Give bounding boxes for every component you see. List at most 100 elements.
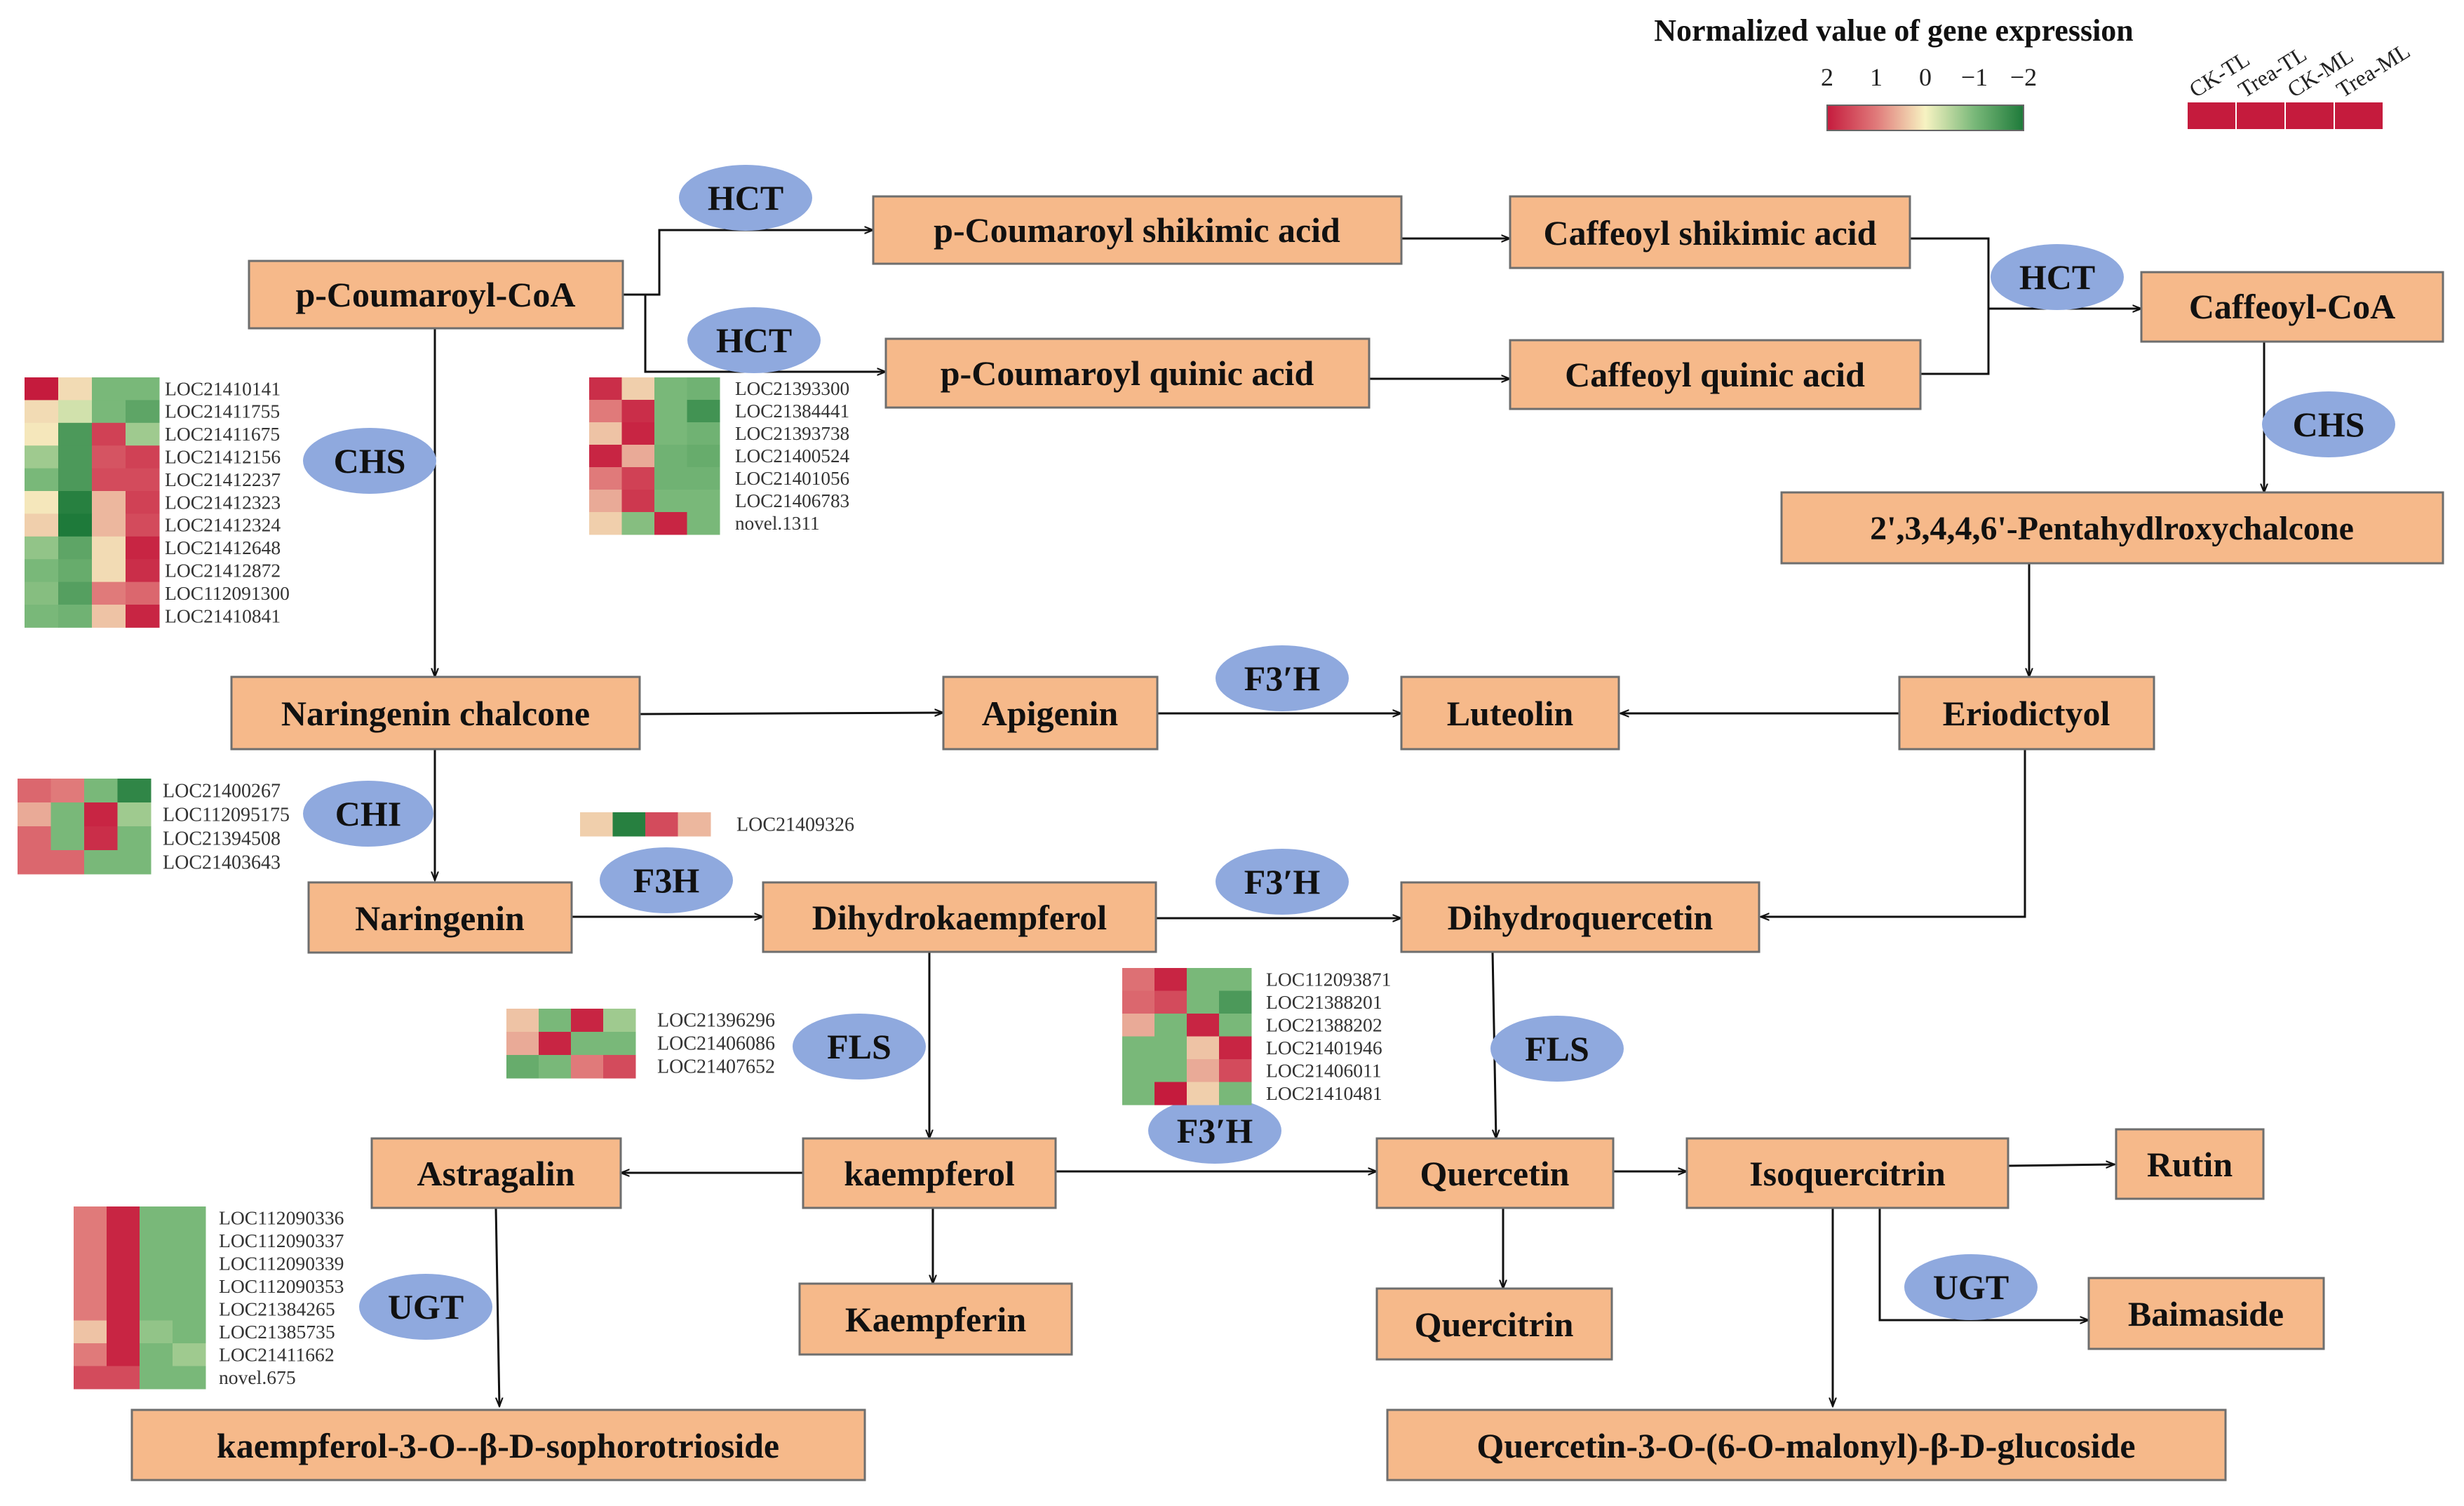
heatmap-cell	[173, 1206, 206, 1230]
heatmap-cell	[1122, 1036, 1155, 1060]
edge-nchalcone-to-apigenin	[639, 713, 943, 714]
heatmap-cell	[140, 1229, 173, 1253]
enzyme-f3ph-top: F3′H	[1216, 645, 1349, 711]
heatmap-cell	[506, 1009, 539, 1033]
edge-isoquercitrin-to-rutin	[2007, 1164, 2115, 1166]
node-label: Naringenin chalcone	[281, 694, 590, 733]
legend-tick-label: 2	[1821, 63, 1833, 91]
heatmap-cell	[74, 1252, 107, 1275]
heatmap-cell	[25, 491, 59, 514]
gene-label: LOC21412324	[165, 514, 281, 536]
heatmap-cell	[1187, 1059, 1220, 1082]
heatmap-cell	[25, 605, 59, 628]
heatmap-cell	[51, 802, 85, 827]
heatmap-cell	[1122, 968, 1155, 991]
heatmap-cell	[126, 513, 160, 537]
node-label: p-Coumaroyl shikimic acid	[934, 210, 1340, 250]
node-p-coumaroyl-quinic-acid: p-Coumaroyl quinic acid	[884, 337, 1371, 409]
node-p-coumaroyl-shikimic-acid: p-Coumaroyl shikimic acid	[872, 195, 1403, 265]
heatmap-cell	[1187, 990, 1220, 1014]
gene-label: LOC21411662	[219, 1343, 335, 1365]
enzyme-label: F3′H	[1244, 862, 1321, 901]
heatmap-cell	[1122, 1082, 1155, 1105]
heatmap-cell	[173, 1343, 206, 1366]
node-caffeoyl-coa: Caffeoyl-CoA	[2140, 271, 2444, 343]
heatmap-cell	[1154, 1036, 1187, 1060]
node-isoquercitrin: Isoquercitrin	[1685, 1137, 2009, 1209]
node-naringenin: Naringenin	[307, 881, 573, 954]
heatmap-cell	[621, 467, 655, 490]
enzyme-hct-middle: HCT	[687, 307, 821, 373]
heatmap-cell	[1219, 968, 1252, 991]
heatmap-cell	[92, 468, 126, 492]
heatmap-cell	[51, 779, 85, 803]
heatmap-cell	[74, 1320, 107, 1344]
heatmap-cell	[654, 512, 687, 535]
heatmap-cell	[687, 490, 720, 513]
heatmap-cell	[51, 826, 85, 851]
heatmap-cell	[74, 1229, 107, 1253]
gene-label: LOC21406783	[735, 490, 849, 511]
gene-label: LOC21409326	[736, 814, 854, 836]
enzyme-label: UGT	[1933, 1268, 2009, 1307]
heatmap-cell	[687, 377, 720, 401]
enzyme-chs-right: CHS	[2262, 391, 2395, 457]
heatmap-f3ph: LOC112093871LOC21388201LOC21388202LOC214…	[1122, 968, 1391, 1105]
heatmap-cell	[126, 559, 160, 583]
enzyme-label: HCT	[708, 178, 783, 217]
heatmap-cell	[173, 1229, 206, 1253]
gene-label: LOC21384441	[735, 401, 849, 422]
heatmap-cell	[654, 377, 687, 401]
heatmap-cell	[25, 559, 59, 583]
legend-tick-label: −1	[1961, 63, 1988, 91]
heatmap-cell	[589, 422, 622, 445]
enzyme-label: FLS	[827, 1027, 891, 1066]
heatmap-cell	[107, 1298, 140, 1321]
gene-label: LOC21412237	[165, 469, 281, 490]
heatmap-cell	[25, 536, 59, 560]
heatmap-cell	[117, 826, 152, 851]
heatmap-cell	[74, 1275, 107, 1298]
node-label: Caffeoyl shikimic acid	[1544, 213, 1877, 253]
heatmap-cell	[92, 513, 126, 537]
heatmap-cell	[92, 581, 126, 605]
enzyme-f3h: F3H	[600, 847, 733, 913]
node-label: Isoquercitrin	[1749, 1154, 1946, 1193]
heatmap-cell	[107, 1252, 140, 1275]
gene-label: LOC21400524	[735, 445, 850, 466]
node-kaempferol-sophorotrioside: kaempferol-3-O--β-D-sophorotrioside	[130, 1408, 866, 1481]
heatmap-cell	[1219, 1014, 1252, 1037]
heatmaps: LOC21410141LOC21411755LOC21411675LOC2141…	[18, 377, 1391, 1390]
heatmap-cell	[140, 1298, 173, 1321]
legend-colorbar	[1826, 105, 2024, 131]
enzyme-label: FLS	[1525, 1029, 1589, 1068]
node-label: Caffeoyl quinic acid	[1565, 355, 1865, 394]
heatmap-cell	[1154, 968, 1187, 991]
heatmap-cell	[687, 400, 720, 423]
heatmap-cell	[126, 400, 160, 424]
enzyme-label: F3′H	[1244, 659, 1321, 698]
heatmap-cell	[126, 422, 160, 446]
node-eriodictyol: Eriodictyol	[1898, 675, 2155, 751]
node-label: p-Coumaroyl quinic acid	[941, 354, 1314, 393]
node-caffeoyl-shikimic-acid: Caffeoyl shikimic acid	[1509, 195, 1911, 269]
heatmap-cell	[84, 826, 118, 851]
legend-sample-cell	[2284, 101, 2335, 130]
edge-astragalin-to-glycoside	[494, 1207, 499, 1406]
gene-label: LOC112093871	[1266, 968, 1391, 990]
node-p-coumaroyl-coa: p-Coumaroyl-CoA	[248, 260, 624, 330]
heatmap-cell	[18, 850, 51, 875]
heatmap-cell	[92, 400, 126, 424]
heatmap-cell	[92, 491, 126, 514]
node-label: Luteolin	[1447, 694, 1574, 733]
heatmap-cell	[539, 1009, 572, 1033]
heatmap-cell	[107, 1206, 140, 1230]
heatmap-f3h: LOC21409326	[580, 812, 854, 837]
node-label: Baimaside	[2128, 1294, 2284, 1333]
gene-label: LOC21393738	[735, 423, 849, 444]
edge-coa-to-shikimic	[623, 230, 873, 296]
heatmap-cell	[571, 1032, 604, 1056]
heatmap-cell	[92, 445, 126, 469]
heatmap-cell	[1187, 1082, 1220, 1105]
